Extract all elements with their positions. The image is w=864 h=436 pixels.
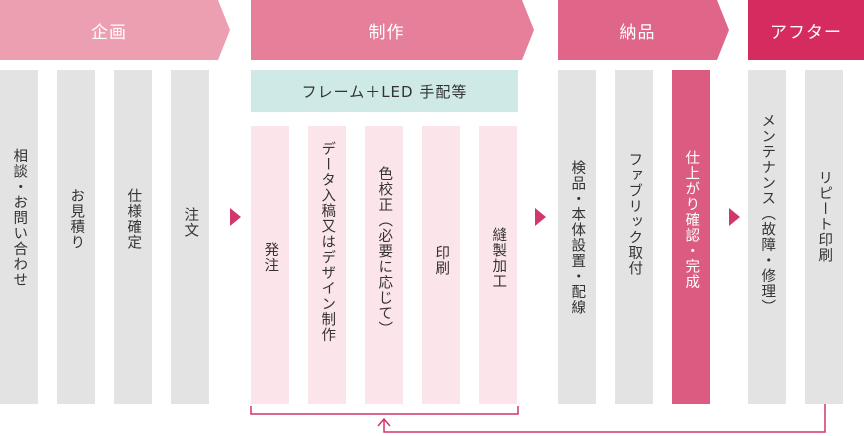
flow-arrow-1 — [230, 208, 241, 226]
stage-header-delivery-label: 納品 — [619, 22, 656, 43]
stage-header-planning-label: 企画 — [91, 22, 127, 43]
production-step-data-label: データ入稿又はデザイン制作 — [319, 141, 336, 343]
production-step-color-proof-label: 色校正（必要に応じて） — [376, 166, 393, 337]
stage-header-production-label: 制作 — [368, 22, 405, 43]
planning-step-inquiry-label: 相談・お問い合わせ — [11, 148, 28, 288]
stage-header-production: 制作 — [251, 0, 534, 60]
production-step-order: 発注 — [251, 126, 289, 404]
stage-header-after: アフター — [748, 0, 864, 60]
planning-step-spec-label: 仕様確定 — [125, 188, 142, 250]
after-step-maintenance: メンテナンス（故障・修理） — [748, 70, 786, 404]
planning-step-spec: 仕様確定 — [114, 70, 152, 404]
production-step-print: 印刷 — [422, 126, 460, 404]
after-step-maintenance-label: メンテナンス（故障・修理） — [759, 113, 776, 315]
stage-header-after-label: アフター — [770, 22, 842, 43]
production-step-print-label: 印刷 — [433, 245, 450, 276]
repeat-return-line — [383, 404, 826, 433]
planning-step-estimate: お見積り — [57, 70, 95, 404]
production-step-sewing-label: 縫製加工 — [490, 227, 507, 289]
delivery-step-completion: 仕上がり確認・完成 — [672, 70, 710, 404]
planning-step-estimate-label: お見積り — [68, 188, 85, 250]
delivery-step-fabric: ファブリック取付 — [615, 70, 653, 404]
frame-led-banner: フレーム＋LED 手配等 — [251, 70, 518, 112]
production-step-data: データ入稿又はデザイン制作 — [308, 126, 346, 404]
repeat-return-arrowhead — [377, 417, 391, 427]
production-step-order-label: 発注 — [262, 242, 279, 273]
after-step-repeat-print: リピート印刷 — [805, 70, 843, 404]
delivery-step-install: 検品・本体設置・配線 — [558, 70, 596, 404]
frame-led-banner-label: フレーム＋LED 手配等 — [301, 82, 468, 101]
planning-step-order: 注文 — [171, 70, 209, 404]
stage-header-planning: 企画 — [0, 0, 230, 60]
delivery-step-completion-label: 仕上がり確認・完成 — [683, 150, 700, 290]
delivery-step-fabric-label: ファブリック取付 — [626, 152, 643, 276]
flow-arrow-2 — [535, 208, 546, 226]
production-step-sewing: 縫製加工 — [479, 126, 517, 404]
planning-step-inquiry: 相談・お問い合わせ — [0, 70, 38, 404]
stage-header-delivery: 納品 — [558, 0, 729, 60]
production-step-color-proof: 色校正（必要に応じて） — [365, 126, 403, 404]
after-step-repeat-print-label: リピート印刷 — [816, 170, 833, 263]
flow-arrow-3 — [729, 208, 740, 226]
delivery-step-install-label: 検品・本体設置・配線 — [569, 160, 586, 315]
planning-step-order-label: 注文 — [182, 207, 199, 238]
production-bracket-line — [250, 406, 519, 415]
